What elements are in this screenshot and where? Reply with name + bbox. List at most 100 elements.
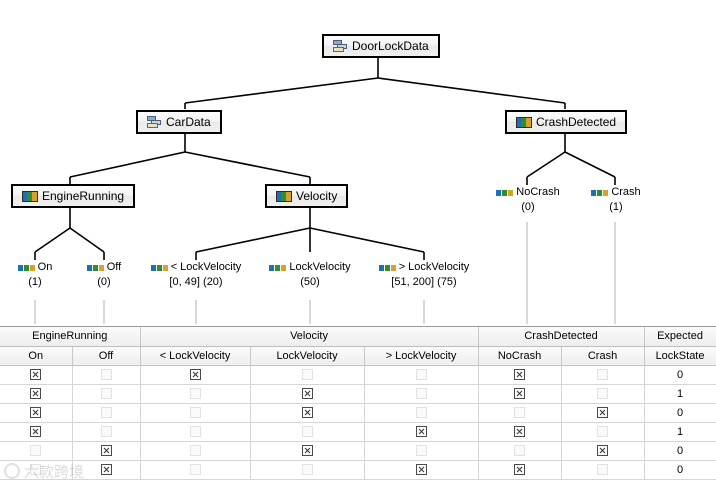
cell-nocrash[interactable] [478, 384, 562, 404]
tree-node-enginerunning[interactable]: EngineRunning [11, 184, 136, 208]
cell-off[interactable] [72, 403, 141, 423]
cell-on[interactable] [0, 422, 73, 442]
cell-lockvelocity[interactable] [250, 403, 365, 423]
cell-lockstate-value[interactable]: 0 [644, 441, 716, 461]
cell-gt-lockvelocity[interactable] [364, 384, 479, 404]
checkbox-unchecked[interactable] [189, 464, 201, 476]
checkbox-unchecked[interactable] [415, 445, 427, 457]
checkbox-unchecked[interactable] [30, 464, 42, 476]
cell-gt-lockvelocity[interactable] [364, 422, 479, 442]
cell-lt-lockvelocity[interactable] [140, 422, 251, 442]
checkbox-checked[interactable] [597, 407, 609, 419]
tree-leaf-on[interactable]: On (1) [0, 261, 70, 289]
cell-on[interactable] [0, 384, 73, 404]
column-header-lockstate[interactable]: LockState [644, 346, 716, 366]
cell-crash[interactable] [561, 422, 645, 442]
checkbox-unchecked[interactable] [189, 426, 201, 438]
tree-leaf-off[interactable]: Off (0) [69, 261, 139, 289]
checkbox-unchecked[interactable] [100, 388, 112, 400]
cell-lockstate-value[interactable]: 0 [644, 365, 716, 385]
checkbox-unchecked[interactable] [189, 388, 201, 400]
tree-leaf-nocrash[interactable]: NoCrash (0) [478, 186, 578, 214]
checkbox-checked[interactable] [30, 426, 42, 438]
cell-lockvelocity[interactable] [250, 441, 365, 461]
cell-lockstate-value[interactable]: 0 [644, 460, 716, 480]
column-header-lockvelocity[interactable]: LockVelocity [250, 346, 365, 366]
checkbox-unchecked[interactable] [189, 407, 201, 419]
tree-leaf-gt-lockvelocity[interactable]: > LockVelocity [51, 200] (75) [364, 261, 484, 289]
cell-off[interactable] [72, 441, 141, 461]
checkbox-checked[interactable] [415, 426, 427, 438]
tree-node-cardata[interactable]: CarData [136, 110, 222, 134]
checkbox-checked[interactable] [30, 388, 42, 400]
checkbox-unchecked[interactable] [189, 445, 201, 457]
tree-leaf-lt-lockvelocity[interactable]: < LockVelocity [0, 49] (20) [136, 261, 256, 289]
checkbox-unchecked[interactable] [30, 445, 42, 457]
checkbox-unchecked[interactable] [415, 388, 427, 400]
cell-on[interactable] [0, 441, 73, 461]
tree-node-crashdetected[interactable]: CrashDetected [505, 110, 628, 134]
checkbox-unchecked[interactable] [301, 464, 313, 476]
column-header-crash[interactable]: Crash [561, 346, 645, 366]
checkbox-unchecked[interactable] [597, 388, 609, 400]
checkbox-checked[interactable] [100, 464, 112, 476]
cell-gt-lockvelocity[interactable] [364, 365, 479, 385]
cell-on[interactable] [0, 403, 73, 423]
cell-gt-lockvelocity[interactable] [364, 403, 479, 423]
column-header-nocrash[interactable]: NoCrash [478, 346, 562, 366]
cell-lockvelocity[interactable] [250, 365, 365, 385]
cell-off[interactable] [72, 365, 141, 385]
cell-lt-lockvelocity[interactable] [140, 384, 251, 404]
cell-lt-lockvelocity[interactable] [140, 403, 251, 423]
column-header-lt-lockvelocity[interactable]: < LockVelocity [140, 346, 251, 366]
checkbox-checked[interactable] [301, 388, 313, 400]
column-header-on[interactable]: On [0, 346, 73, 366]
cell-crash[interactable] [561, 365, 645, 385]
cell-lockvelocity[interactable] [250, 422, 365, 442]
cell-lockstate-value[interactable]: 1 [644, 422, 716, 442]
checkbox-unchecked[interactable] [100, 426, 112, 438]
checkbox-checked[interactable] [597, 445, 609, 457]
cell-on[interactable] [0, 365, 73, 385]
cell-off[interactable] [72, 384, 141, 404]
column-header-gt-lockvelocity[interactable]: > LockVelocity [364, 346, 479, 366]
checkbox-checked[interactable] [514, 464, 526, 476]
cell-nocrash[interactable] [478, 460, 562, 480]
checkbox-unchecked[interactable] [301, 426, 313, 438]
cell-crash[interactable] [561, 384, 645, 404]
checkbox-checked[interactable] [100, 445, 112, 457]
checkbox-unchecked[interactable] [100, 369, 112, 381]
checkbox-checked[interactable] [514, 388, 526, 400]
checkbox-unchecked[interactable] [415, 407, 427, 419]
cell-off[interactable] [72, 422, 141, 442]
cell-lt-lockvelocity[interactable] [140, 441, 251, 461]
checkbox-checked[interactable] [30, 407, 42, 419]
cell-nocrash[interactable] [478, 403, 562, 423]
cell-crash[interactable] [561, 441, 645, 461]
tree-leaf-crash[interactable]: Crash (1) [576, 186, 656, 214]
checkbox-checked[interactable] [301, 407, 313, 419]
checkbox-checked[interactable] [30, 369, 42, 381]
cell-crash[interactable] [561, 460, 645, 480]
column-header-off[interactable]: Off [72, 346, 141, 366]
cell-lt-lockvelocity[interactable] [140, 365, 251, 385]
cell-nocrash[interactable] [478, 422, 562, 442]
cell-lockstate-value[interactable]: 0 [644, 403, 716, 423]
checkbox-unchecked[interactable] [597, 426, 609, 438]
checkbox-checked[interactable] [301, 445, 313, 457]
cell-nocrash[interactable] [478, 365, 562, 385]
cell-lockvelocity[interactable] [250, 384, 365, 404]
checkbox-unchecked[interactable] [597, 369, 609, 381]
checkbox-unchecked[interactable] [514, 445, 526, 457]
cell-lockvelocity[interactable] [250, 460, 365, 480]
checkbox-unchecked[interactable] [514, 407, 526, 419]
tree-leaf-lockvelocity[interactable]: LockVelocity (50) [255, 261, 365, 289]
cell-crash[interactable] [561, 403, 645, 423]
checkbox-checked[interactable] [514, 426, 526, 438]
checkbox-checked[interactable] [415, 464, 427, 476]
cell-gt-lockvelocity[interactable] [364, 441, 479, 461]
cell-lt-lockvelocity[interactable] [140, 460, 251, 480]
checkbox-unchecked[interactable] [301, 369, 313, 381]
checkbox-unchecked[interactable] [597, 464, 609, 476]
tree-node-root[interactable]: DoorLockData [322, 34, 440, 58]
